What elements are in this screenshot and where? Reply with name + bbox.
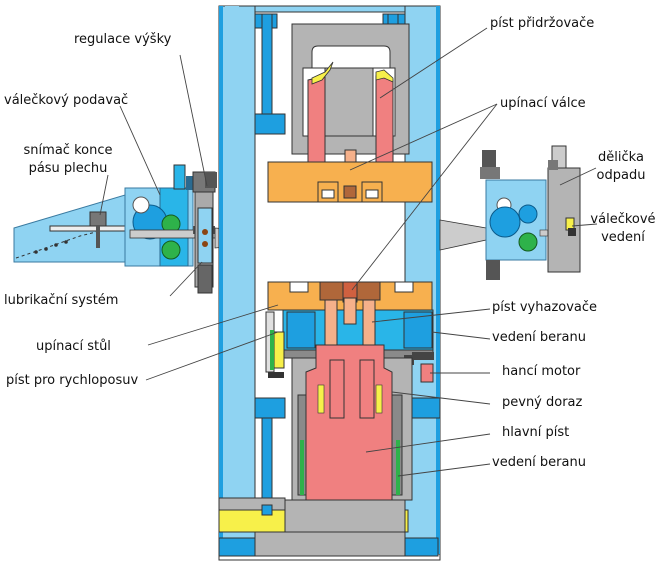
label-ram-guide-upper: vedení beranu <box>492 330 586 345</box>
label-roller-guide-line1: válečkové <box>590 212 656 227</box>
label-drive-motor: hancí motor <box>502 364 581 379</box>
label-clamping-cylinder: upínací válce <box>500 96 586 111</box>
output-roller-large <box>489 206 521 238</box>
right-output-assembly <box>439 145 581 280</box>
label-waste-divider-line2: odpadu <box>596 168 646 183</box>
label-ram-guide-lower: vedení beranu <box>492 455 586 470</box>
label-waste-divider-line1: dělička <box>598 150 644 165</box>
rapid-piston <box>273 331 285 369</box>
label-roller-feeder: válečkový podavač <box>4 93 129 108</box>
label-fixed-stop: pevný doraz <box>502 395 583 410</box>
left-feeder-assembly <box>13 164 261 294</box>
label-strip-end-sensor-line2: pásu plechu <box>28 161 108 176</box>
lower-table <box>218 281 434 557</box>
label-height-regulation: regulace výšky <box>74 32 172 47</box>
upper-holddown <box>267 23 433 203</box>
label-clamping-table: upínací stůl <box>36 339 111 354</box>
output-roller-green <box>518 232 538 252</box>
ejector-piston <box>343 297 357 325</box>
label-rapid-piston: píst pro rychloposuv <box>6 373 139 388</box>
feeder-roller-green-bottom <box>161 240 181 260</box>
waste-divider <box>547 167 581 273</box>
main-piston <box>305 344 393 503</box>
output-roller-top <box>518 204 538 224</box>
label-main-piston: hlavní píst <box>502 425 570 440</box>
label-roller-guide-line2: vedení <box>601 230 645 245</box>
label-holddown-piston: píst přidržovače <box>490 16 595 31</box>
label-ejector-piston: píst vyhazovače <box>492 300 598 315</box>
label-lubrication-system: lubrikační systém <box>4 293 119 308</box>
leader-lines <box>99 27 598 477</box>
lubrication-unit <box>197 207 213 264</box>
label-strip-end-sensor-line1: snímač konce <box>23 143 113 158</box>
